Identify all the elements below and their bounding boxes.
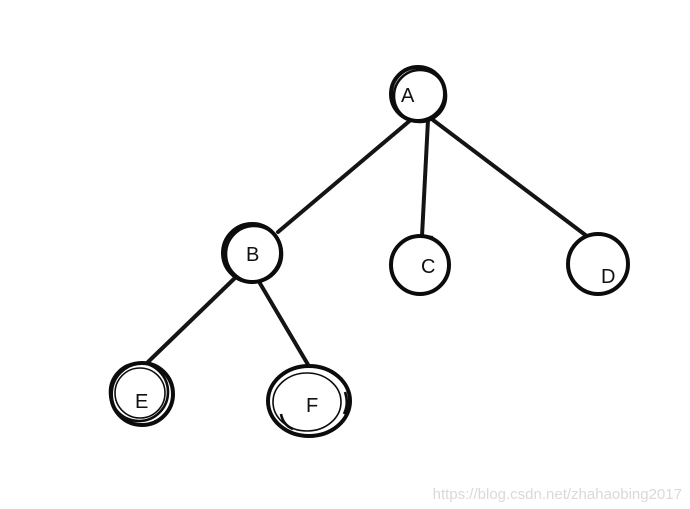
- node-c-circle: [389, 234, 451, 296]
- node-d: D: [566, 232, 630, 296]
- node-a: A: [389, 65, 448, 124]
- edge-a-b: [276, 116, 415, 234]
- node-d-circle: [566, 232, 630, 296]
- watermark-text: https://blog.csdn.net/zhahaobing2017: [432, 486, 682, 503]
- node-c-label: C: [421, 256, 435, 278]
- node-d-label: D: [601, 266, 615, 288]
- node-f-arc-mark-right: [342, 391, 349, 415]
- node-f-circle: [266, 364, 352, 438]
- edge-a-c: [420, 118, 430, 238]
- edge-b-e: [146, 274, 239, 364]
- node-f-label: F: [306, 395, 318, 417]
- node-e-circle-inner: [114, 367, 166, 419]
- node-e-label: E: [135, 391, 148, 413]
- node-f-circle-inner: [272, 372, 342, 432]
- node-e-circle-overstroke: [108, 361, 170, 423]
- node-b-circle-overstroke: [224, 224, 284, 284]
- node-a-circle-overstroke: [392, 68, 448, 124]
- node-e: E: [108, 361, 175, 427]
- node-f-arc-mark: [279, 413, 294, 431]
- edges: [146, 116, 594, 370]
- edge-b-f: [256, 278, 312, 370]
- node-b: B: [221, 222, 284, 284]
- node-a-label: A: [401, 85, 415, 107]
- node-b-label: B: [246, 244, 259, 266]
- node-c: C: [389, 234, 451, 296]
- node-f: F: [266, 364, 352, 438]
- edge-a-d: [431, 118, 594, 242]
